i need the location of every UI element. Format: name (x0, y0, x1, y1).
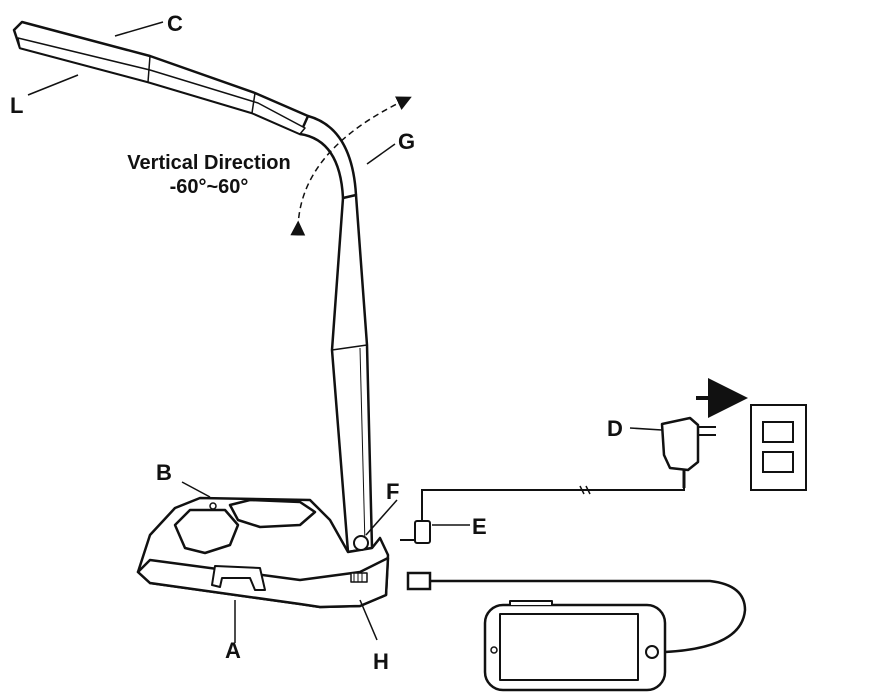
callout-a: A (225, 638, 241, 663)
callout-b: B (156, 460, 172, 485)
dc-plug (400, 520, 431, 544)
callout-d: D (607, 416, 623, 441)
callout-h: H (373, 649, 389, 674)
wall-outlet (750, 404, 807, 491)
rotation-note: Vertical Direction -60°~60° (116, 151, 302, 199)
leader-lines (27, 21, 663, 643)
rotation-note-title: Vertical Direction (127, 152, 291, 174)
adapter-cable (421, 485, 685, 522)
callout-g: G (398, 129, 416, 154)
lamp-arm (330, 193, 374, 554)
usb-cable (406, 571, 747, 654)
lamp-base (136, 496, 390, 609)
flexible-neck (299, 114, 358, 199)
power-adapter (660, 416, 716, 488)
lamp-head (12, 20, 310, 136)
callout-e: E (472, 514, 487, 539)
callout-f: F (386, 479, 400, 504)
callout-l: L (10, 93, 24, 118)
phone (483, 600, 667, 692)
callout-c: C (167, 11, 183, 36)
rotation-note-range: -60°~60° (169, 176, 249, 198)
